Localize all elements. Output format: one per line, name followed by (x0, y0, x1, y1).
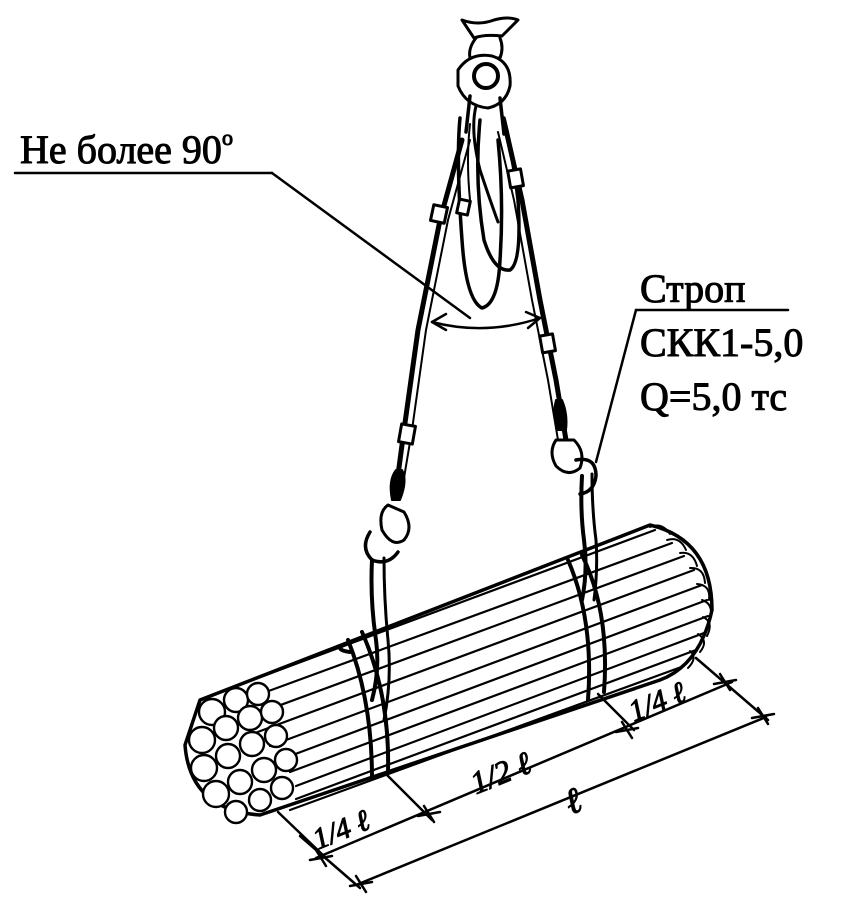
dimension-ticks (308, 672, 776, 894)
sling-leg-left (363, 137, 472, 722)
angle-label-leader (13, 171, 472, 320)
sling-wrap-left (338, 630, 391, 780)
sling-label-leader (594, 308, 790, 464)
rod-bundle-far-end (649, 524, 712, 669)
sling-leg-right (497, 127, 599, 602)
dim-label-half: 1/2 ℓ (465, 744, 537, 801)
sling-label-title: Строп (640, 266, 746, 311)
rod-lines (213, 528, 710, 812)
sling-label-model: СКК1-5,0 (640, 320, 803, 365)
angle-arc (430, 310, 542, 332)
rod-bundle (183, 523, 714, 825)
rod-bundle-near-end (187, 681, 299, 825)
sling-wrap-right (566, 553, 608, 702)
crane-hook (456, 16, 520, 224)
angle-label: Не более 90o (20, 125, 233, 172)
dimension-lines (276, 656, 776, 894)
sling-label-capacity: Q=5,0 тс (640, 374, 787, 419)
